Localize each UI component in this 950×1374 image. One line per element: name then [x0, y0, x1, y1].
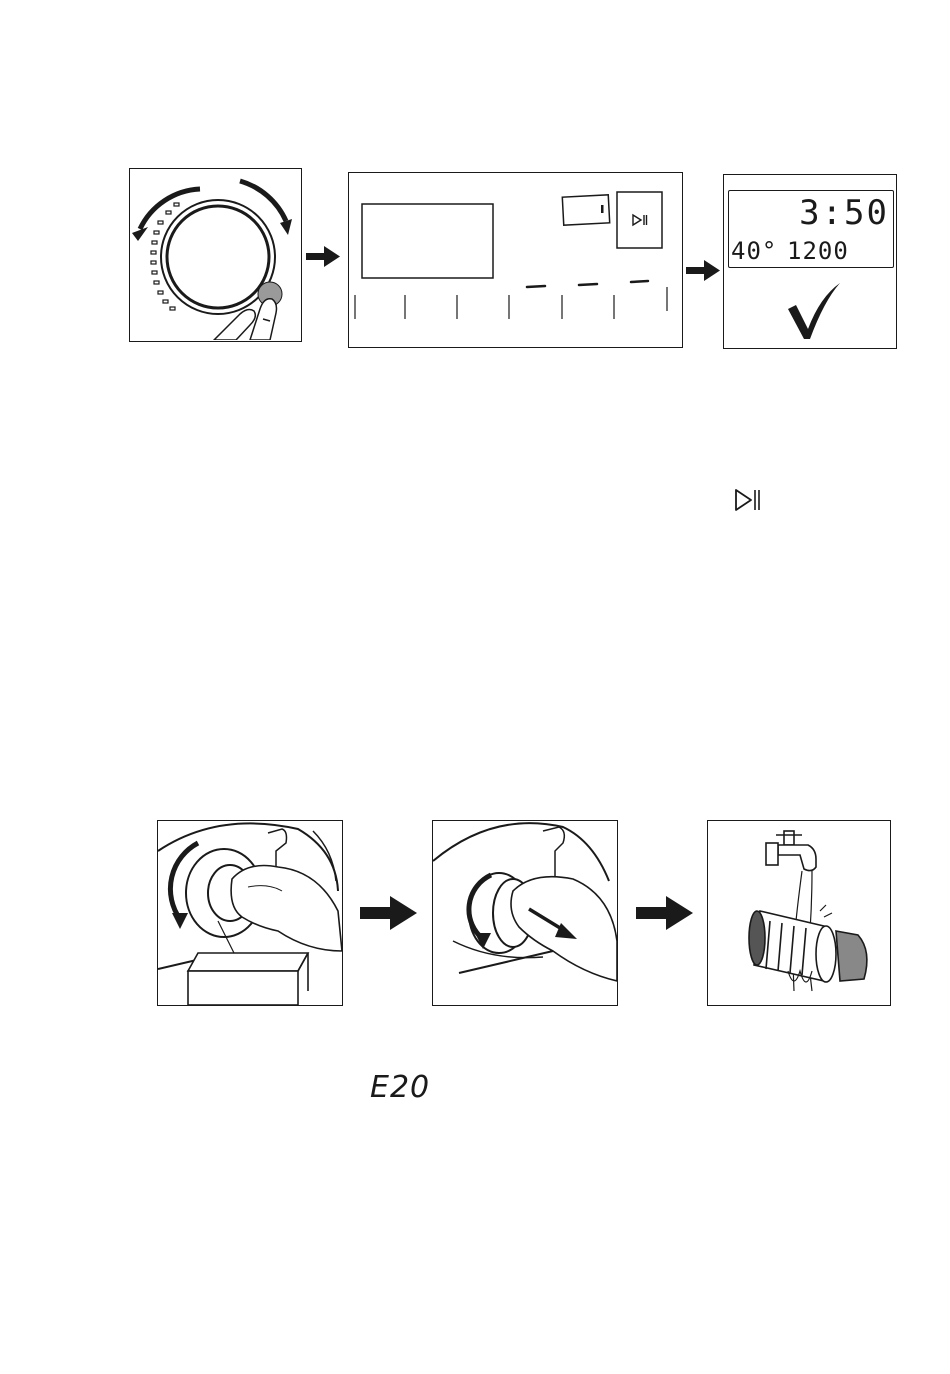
- play-pause-icon: [734, 487, 764, 513]
- program-dial-icon: [130, 169, 300, 340]
- spin-readout: 1200: [787, 237, 849, 265]
- finger-press-icon: [214, 299, 277, 340]
- temperature-readout: 40°: [731, 237, 777, 265]
- error-code: E20: [370, 1070, 430, 1105]
- time-readout: 3:50: [799, 193, 889, 233]
- checkmark-icon: [786, 279, 842, 341]
- display-panel: 3:50 40° 1200: [723, 174, 897, 349]
- right-arrow-icon: [686, 258, 722, 282]
- dial-panel: [129, 168, 302, 342]
- right-arrow-icon: [636, 895, 694, 931]
- drain-panel: [157, 820, 343, 1006]
- right-arrow-icon: [360, 895, 418, 931]
- right-arrow-icon: [306, 244, 342, 268]
- water-tap-icon: [766, 831, 816, 871]
- unscrew-panel: [432, 820, 618, 1006]
- control-panel: [348, 172, 683, 348]
- rinse-panel: [707, 820, 891, 1006]
- drain-filter-icon: [749, 911, 867, 982]
- lcd-screen: 3:50 40° 1200: [728, 190, 894, 268]
